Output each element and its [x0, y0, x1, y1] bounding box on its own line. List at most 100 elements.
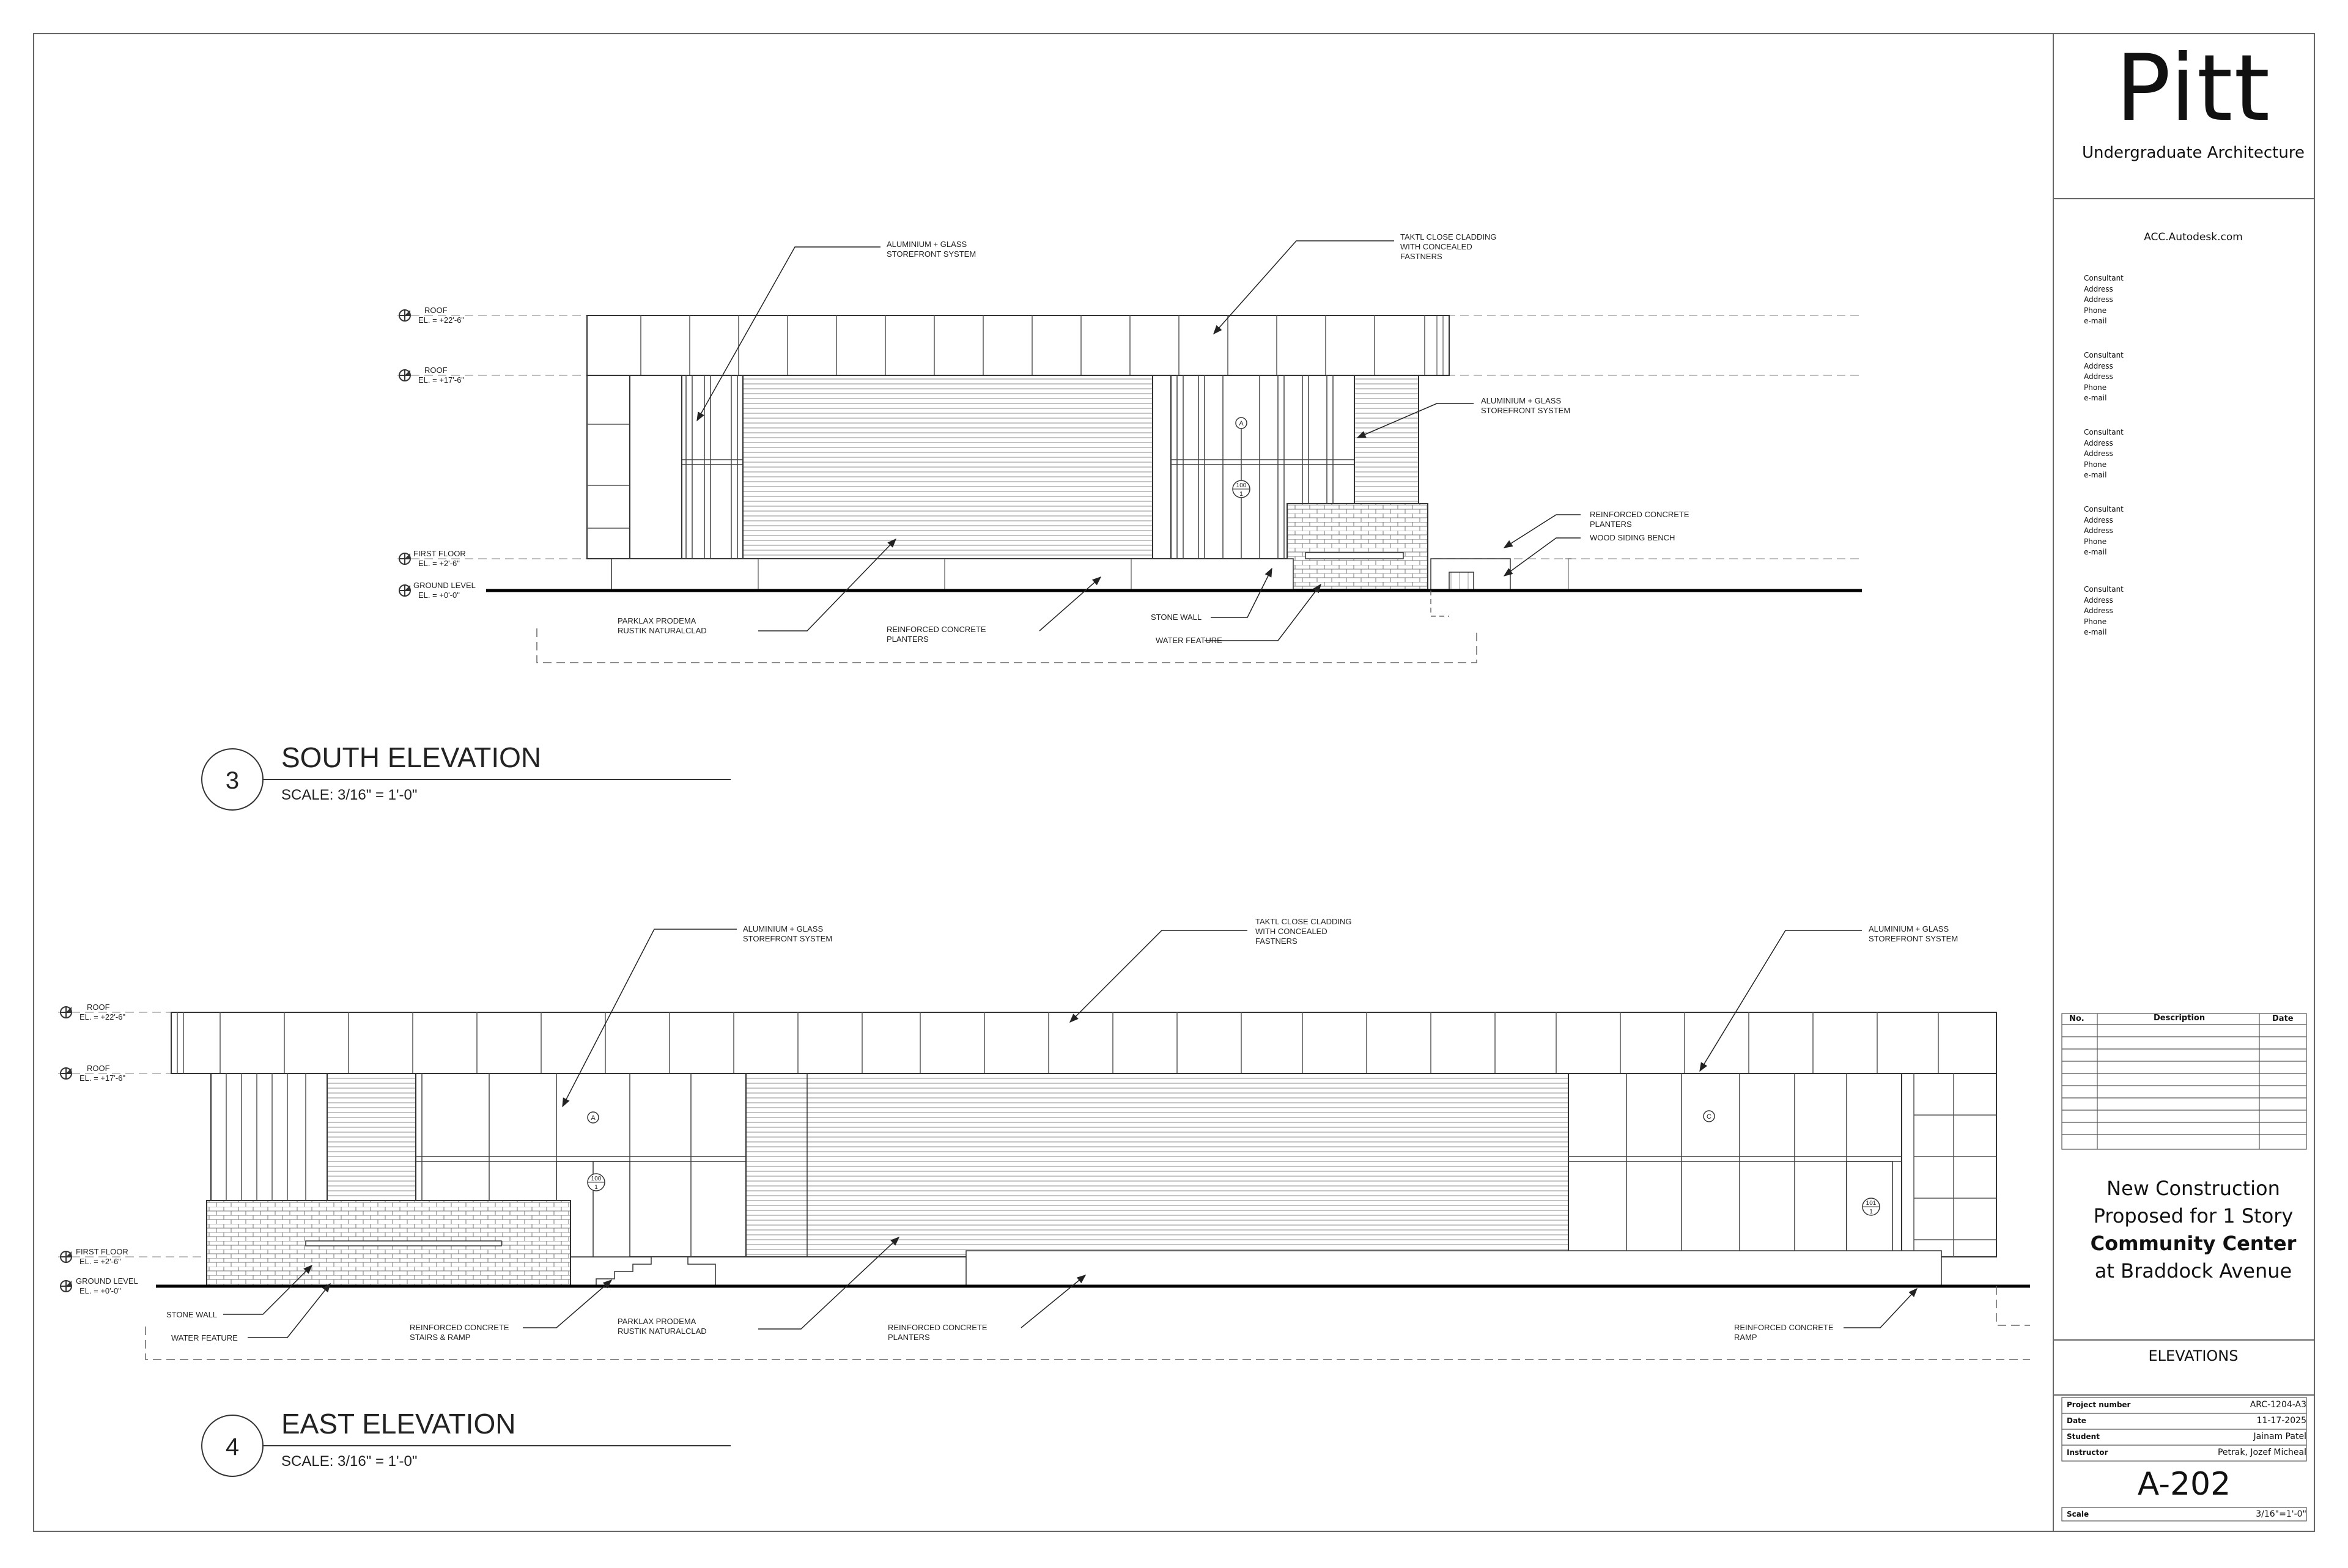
south-level-roof2-elev: EL. = +17'-6" [418, 375, 464, 385]
project-line: Proposed for 1 Story [2093, 1204, 2294, 1228]
consultant-line: e-mail [2084, 471, 2107, 479]
east-level-roof1-name: ROOF [87, 1003, 110, 1012]
consultant-block: Consultant Address Address Phone e-mail [2084, 504, 2124, 558]
revision-header-date: Date [2272, 1014, 2294, 1023]
consultant-line: Address [2084, 595, 2113, 605]
south-note-cladding-3: FASTNERS [1400, 252, 1442, 261]
info-table [2061, 1397, 2307, 1522]
south-view-scale: SCALE: 3/16" = 1'-0" [281, 787, 417, 803]
revision-table [2061, 1013, 2307, 1150]
east-door2-sub: 1 [1869, 1209, 1873, 1215]
south-door-sub: 1 [1239, 491, 1243, 498]
south-note-bench: WOOD SIDING BENCH [1590, 533, 1675, 542]
south-level-roof2-name: ROOF [424, 366, 448, 375]
consultant-line: e-mail [2084, 394, 2107, 402]
project-line: at Braddock Avenue [2094, 1259, 2292, 1283]
consultant-line: Phone [2084, 537, 2107, 546]
titleblock-website: ACC.Autodesk.com [2144, 231, 2243, 243]
south-note-parklax-2: RUSTIK NATURALCLAD [618, 626, 707, 635]
east-level-first-name: FIRST FLOOR [76, 1247, 128, 1256]
east-note-stairs-1: REINFORCED CONCRETE [410, 1323, 509, 1332]
south-view-title: SOUTH ELEVATION [281, 742, 541, 773]
east-level-ground-name: GROUND LEVEL [76, 1276, 138, 1286]
south-note-planters-bottom-2: PLANTERS [887, 635, 929, 644]
east-note-parklax-2: RUSTIK NATURALCLAD [618, 1327, 707, 1336]
south-level-roof1-name: ROOF [424, 306, 448, 315]
consultant-line: Phone [2084, 383, 2107, 392]
south-level-first-name: FIRST FLOOR [413, 549, 466, 558]
south-note-planters-right-1: REINFORCED CONCRETE [1590, 510, 1689, 519]
consultant-line: Address [2084, 515, 2113, 525]
info-key: Scale [2067, 1510, 2089, 1518]
consultant-line: Phone [2084, 617, 2107, 626]
consultant-line: Address [2084, 438, 2113, 447]
east-door1-tag: 100 [591, 1176, 602, 1182]
south-note-planters-right-2: PLANTERS [1590, 520, 1632, 529]
east-grid-tag-a: A [591, 1114, 596, 1122]
consultant-line: e-mail [2084, 317, 2107, 325]
info-key: Student [2067, 1432, 2100, 1441]
east-note-stone-wall: STONE WALL [166, 1310, 217, 1319]
east-level-first-elev: EL. = +2'-6" [79, 1257, 121, 1266]
south-note-cladding-1: TAKTL CLOSE CLADDING [1400, 232, 1496, 241]
east-level-ground-elev: EL. = +0'-0" [79, 1286, 121, 1295]
consultant-line: e-mail [2084, 628, 2107, 636]
consultant-block: Consultant Address Address Phone e-mail [2084, 273, 2124, 327]
south-level-ground-name: GROUND LEVEL [413, 581, 476, 590]
south-note-storefront-top-1: ALUMINIUM + GLASS [887, 240, 967, 249]
east-door2-tag: 101 [1866, 1200, 1877, 1207]
east-note-storefront-right-1: ALUMINIUM + GLASS [1869, 924, 1949, 933]
east-elevation-drawing: ROOF EL. = +22'-6" ROOF EL. = +17'-6" FI… [58, 917, 2030, 1477]
east-level-roof2-name: ROOF [87, 1064, 110, 1073]
consultant-line: Address [2084, 295, 2113, 304]
consultant-name: Consultant [2084, 351, 2124, 359]
east-note-stairs-2: STAIRS & RAMP [410, 1333, 470, 1342]
east-note-water-feature: WATER FEATURE [171, 1333, 238, 1342]
east-note-parklax-1: PARKLAX PRODEMA [618, 1317, 696, 1326]
consultant-line: Phone [2084, 460, 2107, 469]
info-value: ARC-1204-A3 [2250, 1400, 2306, 1410]
south-note-storefront-right-2: STOREFRONT SYSTEM [1481, 406, 1570, 415]
consultant-line: Address [2084, 284, 2113, 293]
east-view-title: EAST ELEVATION [281, 1408, 515, 1440]
east-note-planters-1: REINFORCED CONCRETE [888, 1323, 988, 1332]
info-row-student: Student Jainam Patel [2062, 1430, 2306, 1446]
consultant-name: Consultant [2084, 428, 2124, 436]
east-door1-sub: 1 [594, 1184, 598, 1191]
east-note-storefront-right-2: STOREFRONT SYSTEM [1869, 934, 1958, 943]
info-row-date: Date 11-17-2025 [2062, 1414, 2306, 1430]
south-level-ground-elev: EL. = +0'-0" [418, 591, 460, 600]
info-row-project-number: Project number ARC-1204-A3 [2062, 1398, 2306, 1414]
east-note-cladding-3: FASTNERS [1255, 937, 1298, 946]
east-view-scale: SCALE: 3/16" = 1'-0" [281, 1453, 417, 1470]
east-note-cladding-2: WITH CONCEALED [1255, 927, 1327, 936]
consultant-line: Address [2084, 372, 2113, 381]
east-note-planters-2: PLANTERS [888, 1333, 930, 1342]
consultant-line: e-mail [2084, 548, 2107, 556]
pitt-logo: Pitt [2115, 35, 2272, 142]
south-level-first-elev: EL. = +2'-6" [418, 559, 460, 568]
south-note-stone-wall: STONE WALL [1151, 613, 1202, 622]
info-key: Date [2067, 1416, 2086, 1425]
consultant-line: Phone [2084, 306, 2107, 315]
sheet-border [33, 33, 2315, 1532]
east-note-ramp-2: RAMP [1734, 1333, 1757, 1342]
project-line: New Construction [2106, 1177, 2280, 1200]
info-value: 3/16"=1'-0" [2256, 1509, 2306, 1519]
info-value: Jainam Patel [2253, 1432, 2306, 1441]
info-row-instructor: Instructor Petrak, Jozef Micheal [2062, 1446, 2306, 1462]
titleblock-subtitle: Undergraduate Architecture [2082, 144, 2305, 162]
consultant-line: Address [2084, 449, 2113, 458]
south-note-cladding-2: WITH CONCEALED [1400, 242, 1472, 251]
south-elevation-drawing: ROOF EL. = +22'-6" ROOF EL. = +17'-6" FI… [201, 232, 1862, 811]
consultant-line: Address [2084, 526, 2113, 535]
east-note-ramp-1: REINFORCED CONCRETE [1734, 1323, 1834, 1332]
consultant-block: Consultant Address Address Phone e-mail [2084, 584, 2124, 638]
south-grid-tag: A [1239, 420, 1244, 427]
revision-header-description: Description [2154, 1014, 2206, 1023]
south-door-tag: 100 [1236, 482, 1247, 489]
info-key: Instructor [2067, 1448, 2108, 1457]
east-level-roof2-elev: EL. = +17'-6" [79, 1073, 125, 1083]
